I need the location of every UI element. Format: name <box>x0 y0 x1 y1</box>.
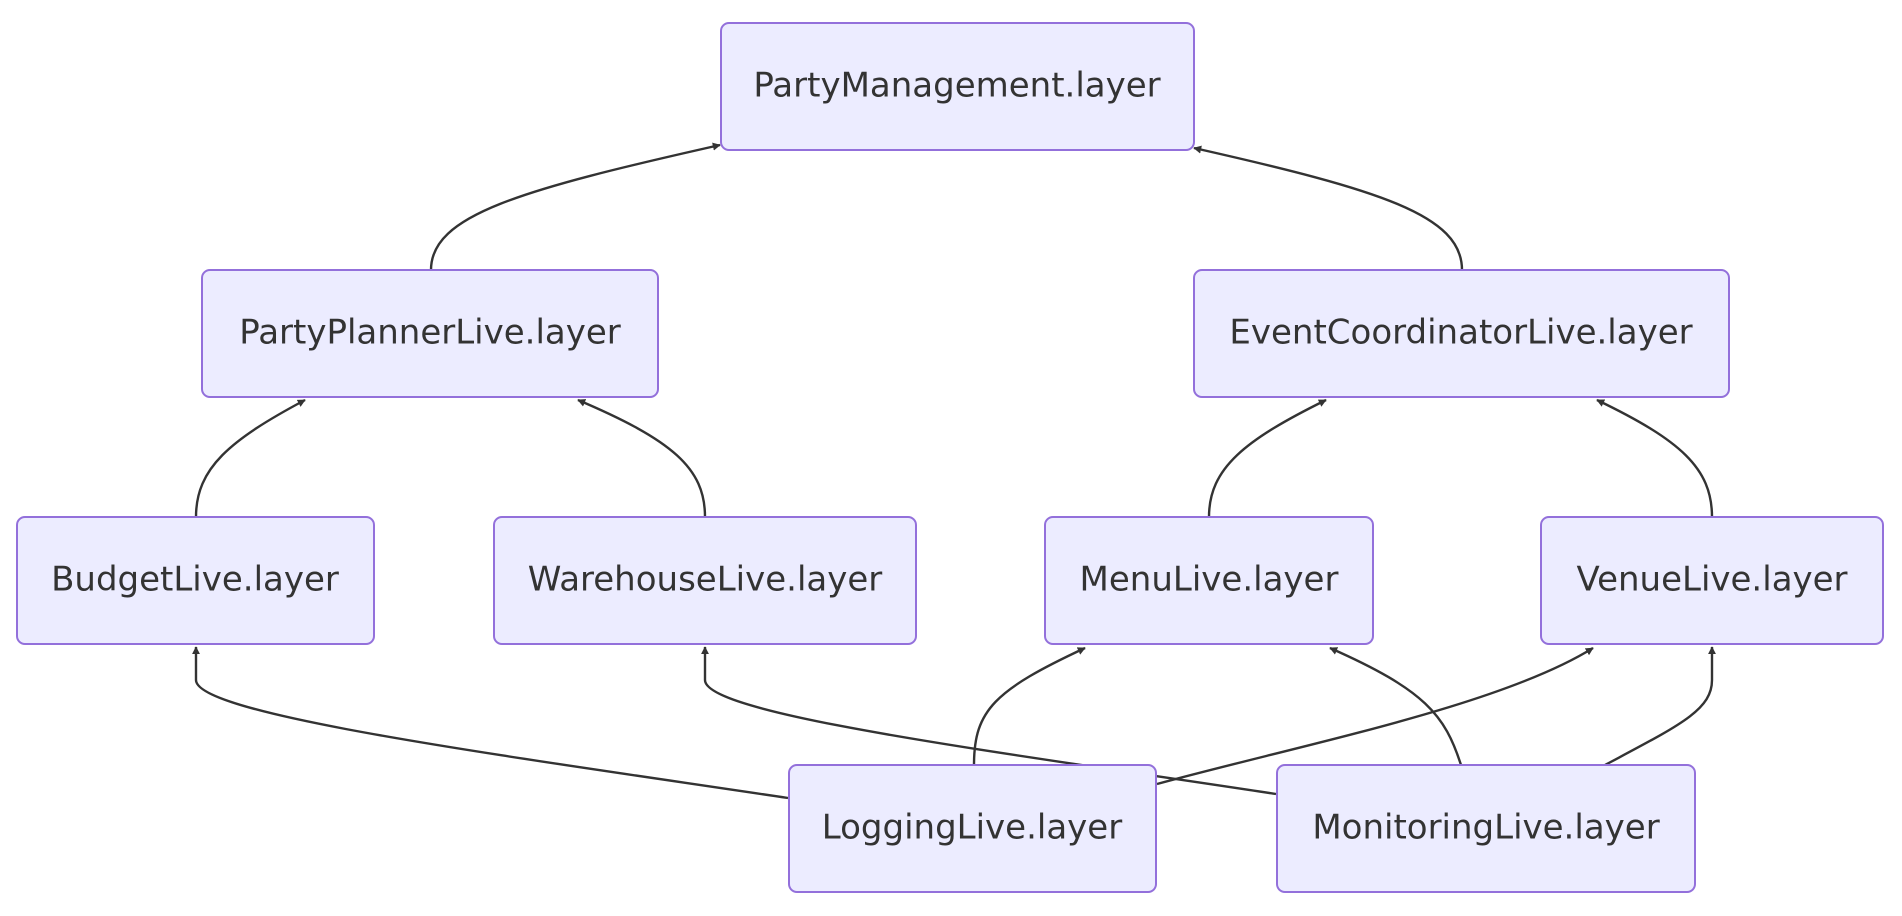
node-label: VenueLive.layer <box>1576 560 1847 600</box>
node-label: BudgetLive.layer <box>51 560 339 600</box>
edge-logging-to-venue <box>1156 646 1594 786</box>
edge-monitoring-to-menu <box>1329 646 1463 766</box>
node-label: EventCoordinatorLive.layer <box>1229 313 1692 353</box>
edge-partyplanner-to-partymanagement <box>429 142 721 271</box>
node-partymanagement[interactable]: PartyManagement.layer <box>720 22 1195 151</box>
node-menulive[interactable]: MenuLive.layer <box>1044 516 1374 645</box>
edge-eventcoordinator-to-partymanagement <box>1193 145 1464 271</box>
node-label: MenuLive.layer <box>1080 560 1339 600</box>
node-label: PartyManagement.layer <box>753 66 1160 106</box>
node-label: LoggingLive.layer <box>822 808 1122 848</box>
edges <box>192 142 1716 800</box>
edge-warehouse-to-partyplanner <box>577 398 707 518</box>
node-partyplannerlive[interactable]: PartyPlannerLive.layer <box>201 269 659 398</box>
edge-budget-to-partyplanner <box>194 398 306 518</box>
node-label: WarehouseLive.layer <box>528 560 883 600</box>
edge-monitoring-to-venue <box>1604 646 1716 767</box>
edge-venue-to-eventcoordinator <box>1596 398 1714 518</box>
edge-menu-to-eventcoordinator <box>1207 398 1327 518</box>
node-budgetlive[interactable]: BudgetLive.layer <box>16 516 375 645</box>
node-monitoringlive[interactable]: MonitoringLive.layer <box>1276 764 1696 893</box>
node-eventcoordinatorlive[interactable]: EventCoordinatorLive.layer <box>1193 269 1730 398</box>
node-logginglive[interactable]: LoggingLive.layer <box>788 764 1157 893</box>
edge-logging-to-budget <box>192 646 789 800</box>
node-warehouselive[interactable]: WarehouseLive.layer <box>493 516 917 645</box>
node-label: MonitoringLive.layer <box>1312 808 1659 848</box>
node-label: PartyPlannerLive.layer <box>239 313 621 353</box>
edge-logging-to-menu <box>972 646 1086 766</box>
node-venuelive[interactable]: VenueLive.layer <box>1540 516 1884 645</box>
